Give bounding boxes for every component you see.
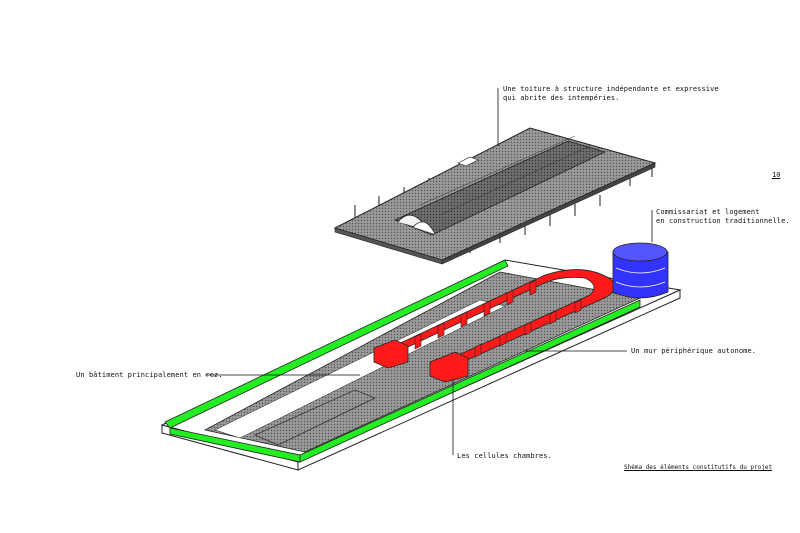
wall-right [299,299,641,463]
wall-back [164,259,509,429]
label-police-building: Commissariat et logement en construction… [656,208,790,225]
label-main-building: Un bâtiment principalement en rez. [76,371,223,379]
label-peripheral-wall: Un mur périphérique autonome. [631,347,757,355]
police-building [612,242,669,299]
label-cells: Les cellules chambres. [457,452,552,460]
roof-structure [333,127,657,265]
label-roof: Une toiture à structure indépendante et … [503,85,719,102]
page-number: 10 [772,171,781,179]
cell-block-end [429,351,469,383]
figure-caption: Shéma des éléments constitutifs du proje… [624,464,773,471]
peripheral-wall [164,259,641,463]
cell-rooms [373,269,615,383]
cell-block-end [373,339,409,369]
leader-lines [205,88,653,455]
